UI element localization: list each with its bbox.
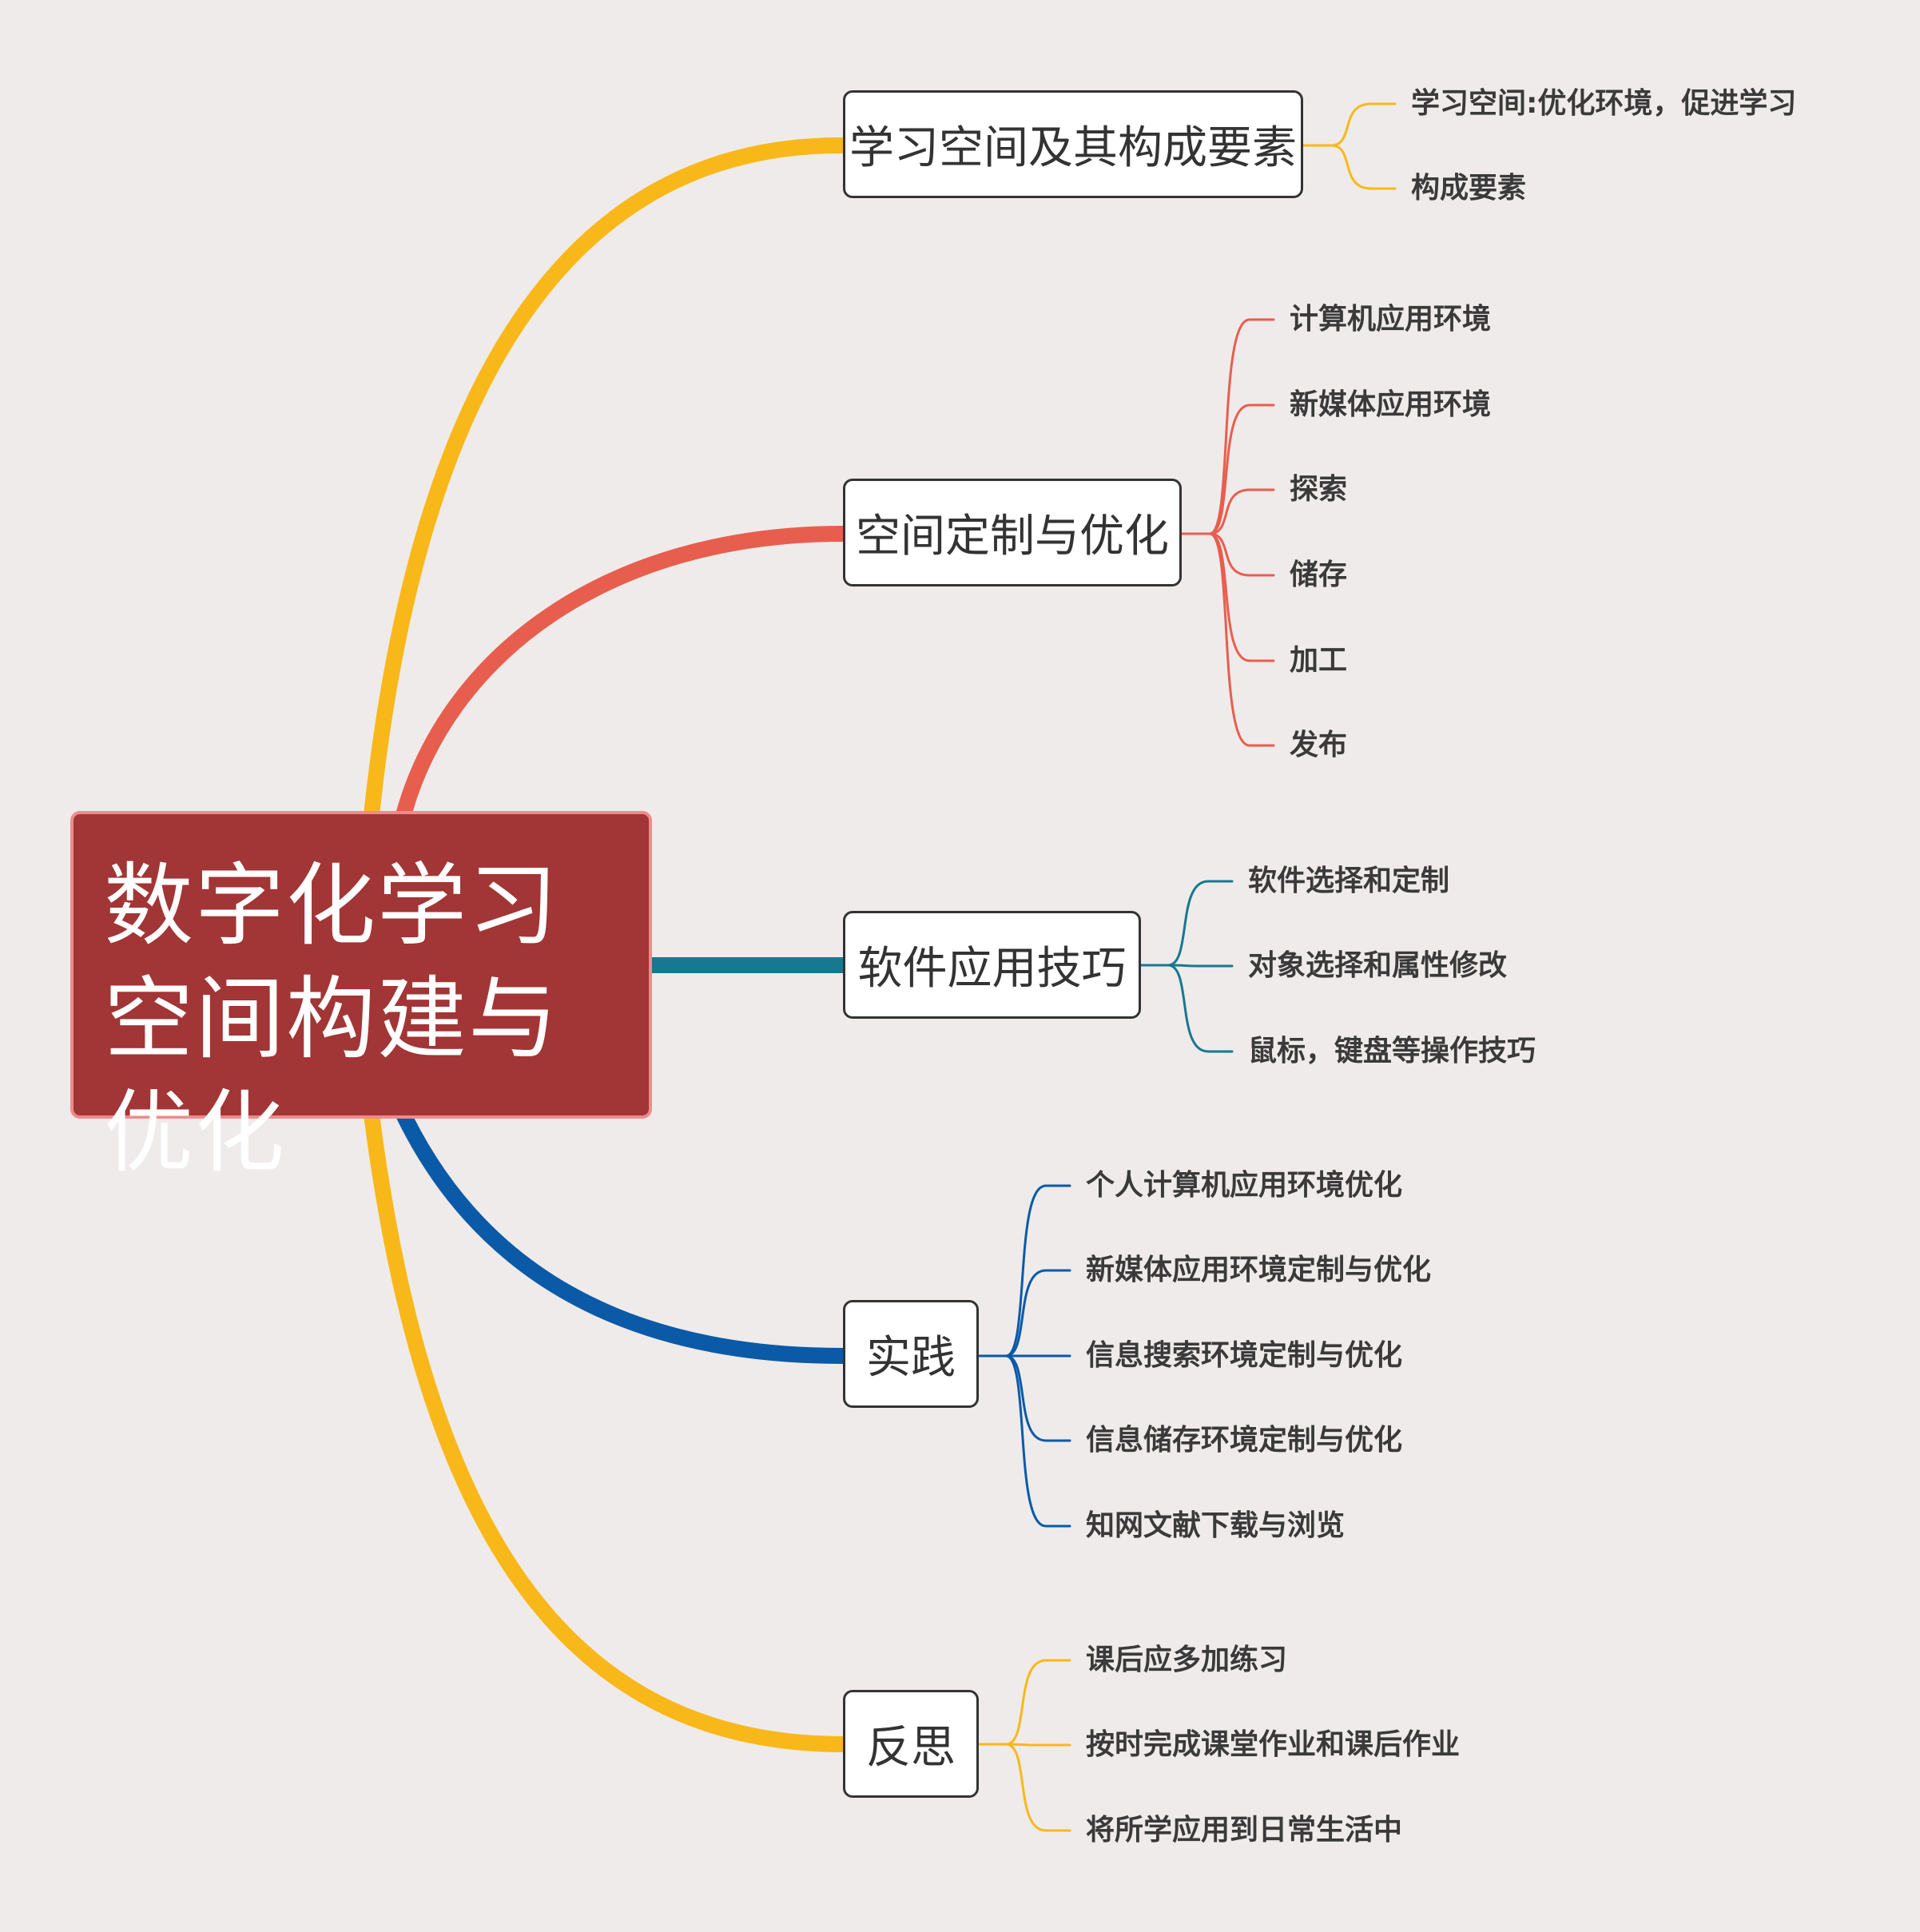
branch-topic-reflection[interactable]: 反思 [843, 1690, 979, 1798]
branch-topic-practice[interactable]: 实践 [843, 1300, 979, 1408]
leaf-topic[interactable]: 信息储存环境定制与优化 [1086, 1424, 1403, 1457]
leaf-topic[interactable]: 加工 [1290, 644, 1348, 677]
leaf-topic[interactable]: 构成要素 [1411, 172, 1527, 205]
trunk-line [396, 526, 851, 823]
root-topic-label: 数字化学习空间构建与优化 [104, 854, 559, 1185]
sub-connector [1004, 1354, 1071, 1442]
leaf-topic[interactable]: 计算机应用环境 [1290, 303, 1492, 336]
sub-connector [1004, 1269, 1071, 1358]
branch-label: 反思 [866, 1722, 956, 1774]
sub-connector [1004, 1659, 1071, 1746]
leaf-topic[interactable]: 信息搜索环境定制与优化 [1086, 1339, 1403, 1372]
leaf-topic[interactable]: 学习空间:优化环境，促进学习 [1411, 87, 1797, 120]
leaf-topic[interactable]: 发布 [1290, 729, 1348, 761]
sub-connector [1208, 532, 1275, 662]
sub-connector [1004, 1184, 1071, 1358]
sub-connector [1330, 102, 1397, 147]
sub-connector [1208, 488, 1275, 535]
sub-connector [1004, 1743, 1071, 1747]
trunk-line [364, 1107, 851, 1752]
leaf-topic[interactable]: 新媒体应用环境 [1290, 388, 1492, 421]
leaf-topic[interactable]: 课后应多加练习 [1086, 1644, 1288, 1676]
trunk-line [396, 1107, 851, 1364]
sub-connector [1208, 318, 1275, 535]
sub-connector [1167, 880, 1234, 967]
sub-connector [1330, 144, 1397, 190]
sub-connector [1004, 1354, 1071, 1528]
sub-connector [1208, 403, 1275, 535]
leaf-topic[interactable]: 对象选择和属性修改 [1248, 949, 1508, 982]
leaf-topic[interactable]: 鼠标，键盘等操作技巧 [1248, 1035, 1536, 1067]
sub-connector [1004, 1743, 1071, 1832]
leaf-topic[interactable]: 储存 [1290, 559, 1348, 591]
trunk-line [364, 137, 851, 823]
leaf-topic[interactable]: 按时完成课堂作业和课后作业 [1086, 1728, 1461, 1761]
branch-topic-space-customization[interactable]: 空间定制与优化 [843, 479, 1182, 586]
sub-connector [1167, 964, 1234, 968]
branch-label: 软件应用技巧 [857, 943, 1127, 995]
branch-label: 学习空间及其构成要素 [849, 122, 1297, 174]
leaf-topic[interactable]: 知网文献下载与浏览 [1086, 1509, 1346, 1542]
leaf-topic[interactable]: 新媒体应用环境定制与优化 [1086, 1254, 1432, 1286]
branch-topic-learning-space[interactable]: 学习空间及其构成要素 [843, 90, 1303, 198]
leaf-topic[interactable]: 个人计算机应用环境优化 [1086, 1169, 1403, 1202]
branch-label: 实践 [866, 1332, 956, 1384]
sub-connector [1167, 964, 1234, 1053]
leaf-topic[interactable]: 软件选择和定制 [1248, 865, 1450, 897]
leaf-topic[interactable]: 将所学应用到日常生活中 [1086, 1814, 1403, 1847]
sub-connector [1208, 532, 1275, 747]
branch-label: 空间定制与优化 [856, 511, 1169, 563]
branch-topic-software-skills[interactable]: 软件应用技巧 [843, 911, 1141, 1019]
leaf-topic[interactable]: 探索 [1290, 473, 1348, 506]
sub-connector [1208, 532, 1275, 577]
root-topic[interactable]: 数字化学习空间构建与优化 [70, 811, 652, 1185]
